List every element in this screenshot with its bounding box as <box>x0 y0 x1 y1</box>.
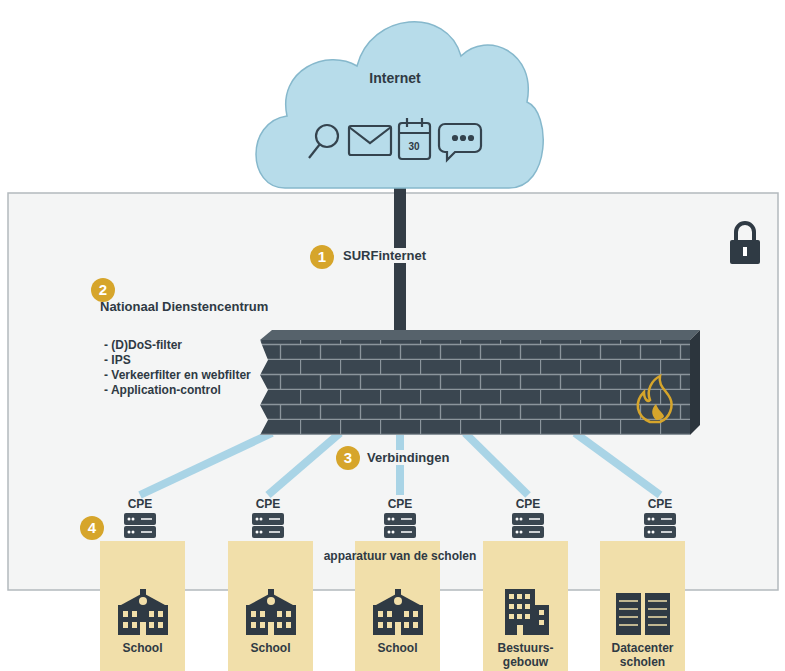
filter-item: - (D)DoS-filter <box>104 338 256 353</box>
cpe-device: CPE <box>380 497 420 539</box>
lock-icon <box>730 223 760 264</box>
building-icon <box>483 589 569 636</box>
location-box: Bestuurs-gebouw <box>483 541 568 671</box>
location-name: Bestuurs-gebouw <box>489 641 562 669</box>
device-label: CPE <box>508 497 548 511</box>
device-label: CPE <box>640 497 680 511</box>
cpe-device: CPE <box>640 497 680 539</box>
callout-number: 4 <box>80 516 104 540</box>
filter-list: - (D)DoS-filter- IPS- Verkeerfilter en w… <box>104 338 256 398</box>
building-icon <box>100 589 186 636</box>
cpe-device: CPE <box>248 497 288 539</box>
server-icon <box>123 512 157 539</box>
cloud-shape <box>245 0 545 190</box>
location-name: Datacenter scholen <box>606 641 679 669</box>
building-icon <box>600 589 686 636</box>
filter-item: - Verkeerfilter en webfilter <box>104 368 256 383</box>
link-label: SURFinternet <box>340 248 429 263</box>
device-label: CPE <box>120 497 160 511</box>
firewall: Nationaal Dienstencentrum- (D)DoS-filter… <box>100 330 690 435</box>
location-name: School <box>234 641 307 655</box>
callout-number: 3 <box>336 446 360 470</box>
connection-line <box>575 433 660 495</box>
link-label: Verbindingen <box>364 450 452 465</box>
group-label: apparatuur van de scholen <box>324 549 477 563</box>
filter-item: - Application-control <box>104 383 256 398</box>
node-heading: Nationaal Dienstencentrum <box>100 299 268 314</box>
calendar-day: 30 <box>408 141 419 152</box>
device-label: CPE <box>380 497 420 511</box>
callout-number: 1 <box>310 245 334 269</box>
location-box: School <box>100 541 185 671</box>
cpe-device: CPE <box>120 497 160 539</box>
server-icon <box>383 512 417 539</box>
connection-line <box>268 433 340 495</box>
cpe-device: CPE <box>508 497 548 539</box>
server-icon <box>251 512 285 539</box>
connection-line <box>465 433 528 495</box>
location-name: School <box>361 641 434 655</box>
internet-cloud: Internet <box>245 0 545 190</box>
server-icon <box>643 512 677 539</box>
building-icon <box>228 589 314 636</box>
building-icon <box>355 589 441 636</box>
brick-wall <box>100 330 702 435</box>
server-icon <box>511 512 545 539</box>
location-name: School <box>106 641 179 655</box>
location-box: School <box>228 541 313 671</box>
secure-zone <box>8 193 778 590</box>
node-title: Internet <box>245 70 545 86</box>
filter-item: - IPS <box>104 353 256 368</box>
location-box: Datacenter scholen <box>600 541 685 671</box>
connection-line <box>140 433 272 495</box>
callout-number: 2 <box>91 278 115 302</box>
device-label: CPE <box>248 497 288 511</box>
